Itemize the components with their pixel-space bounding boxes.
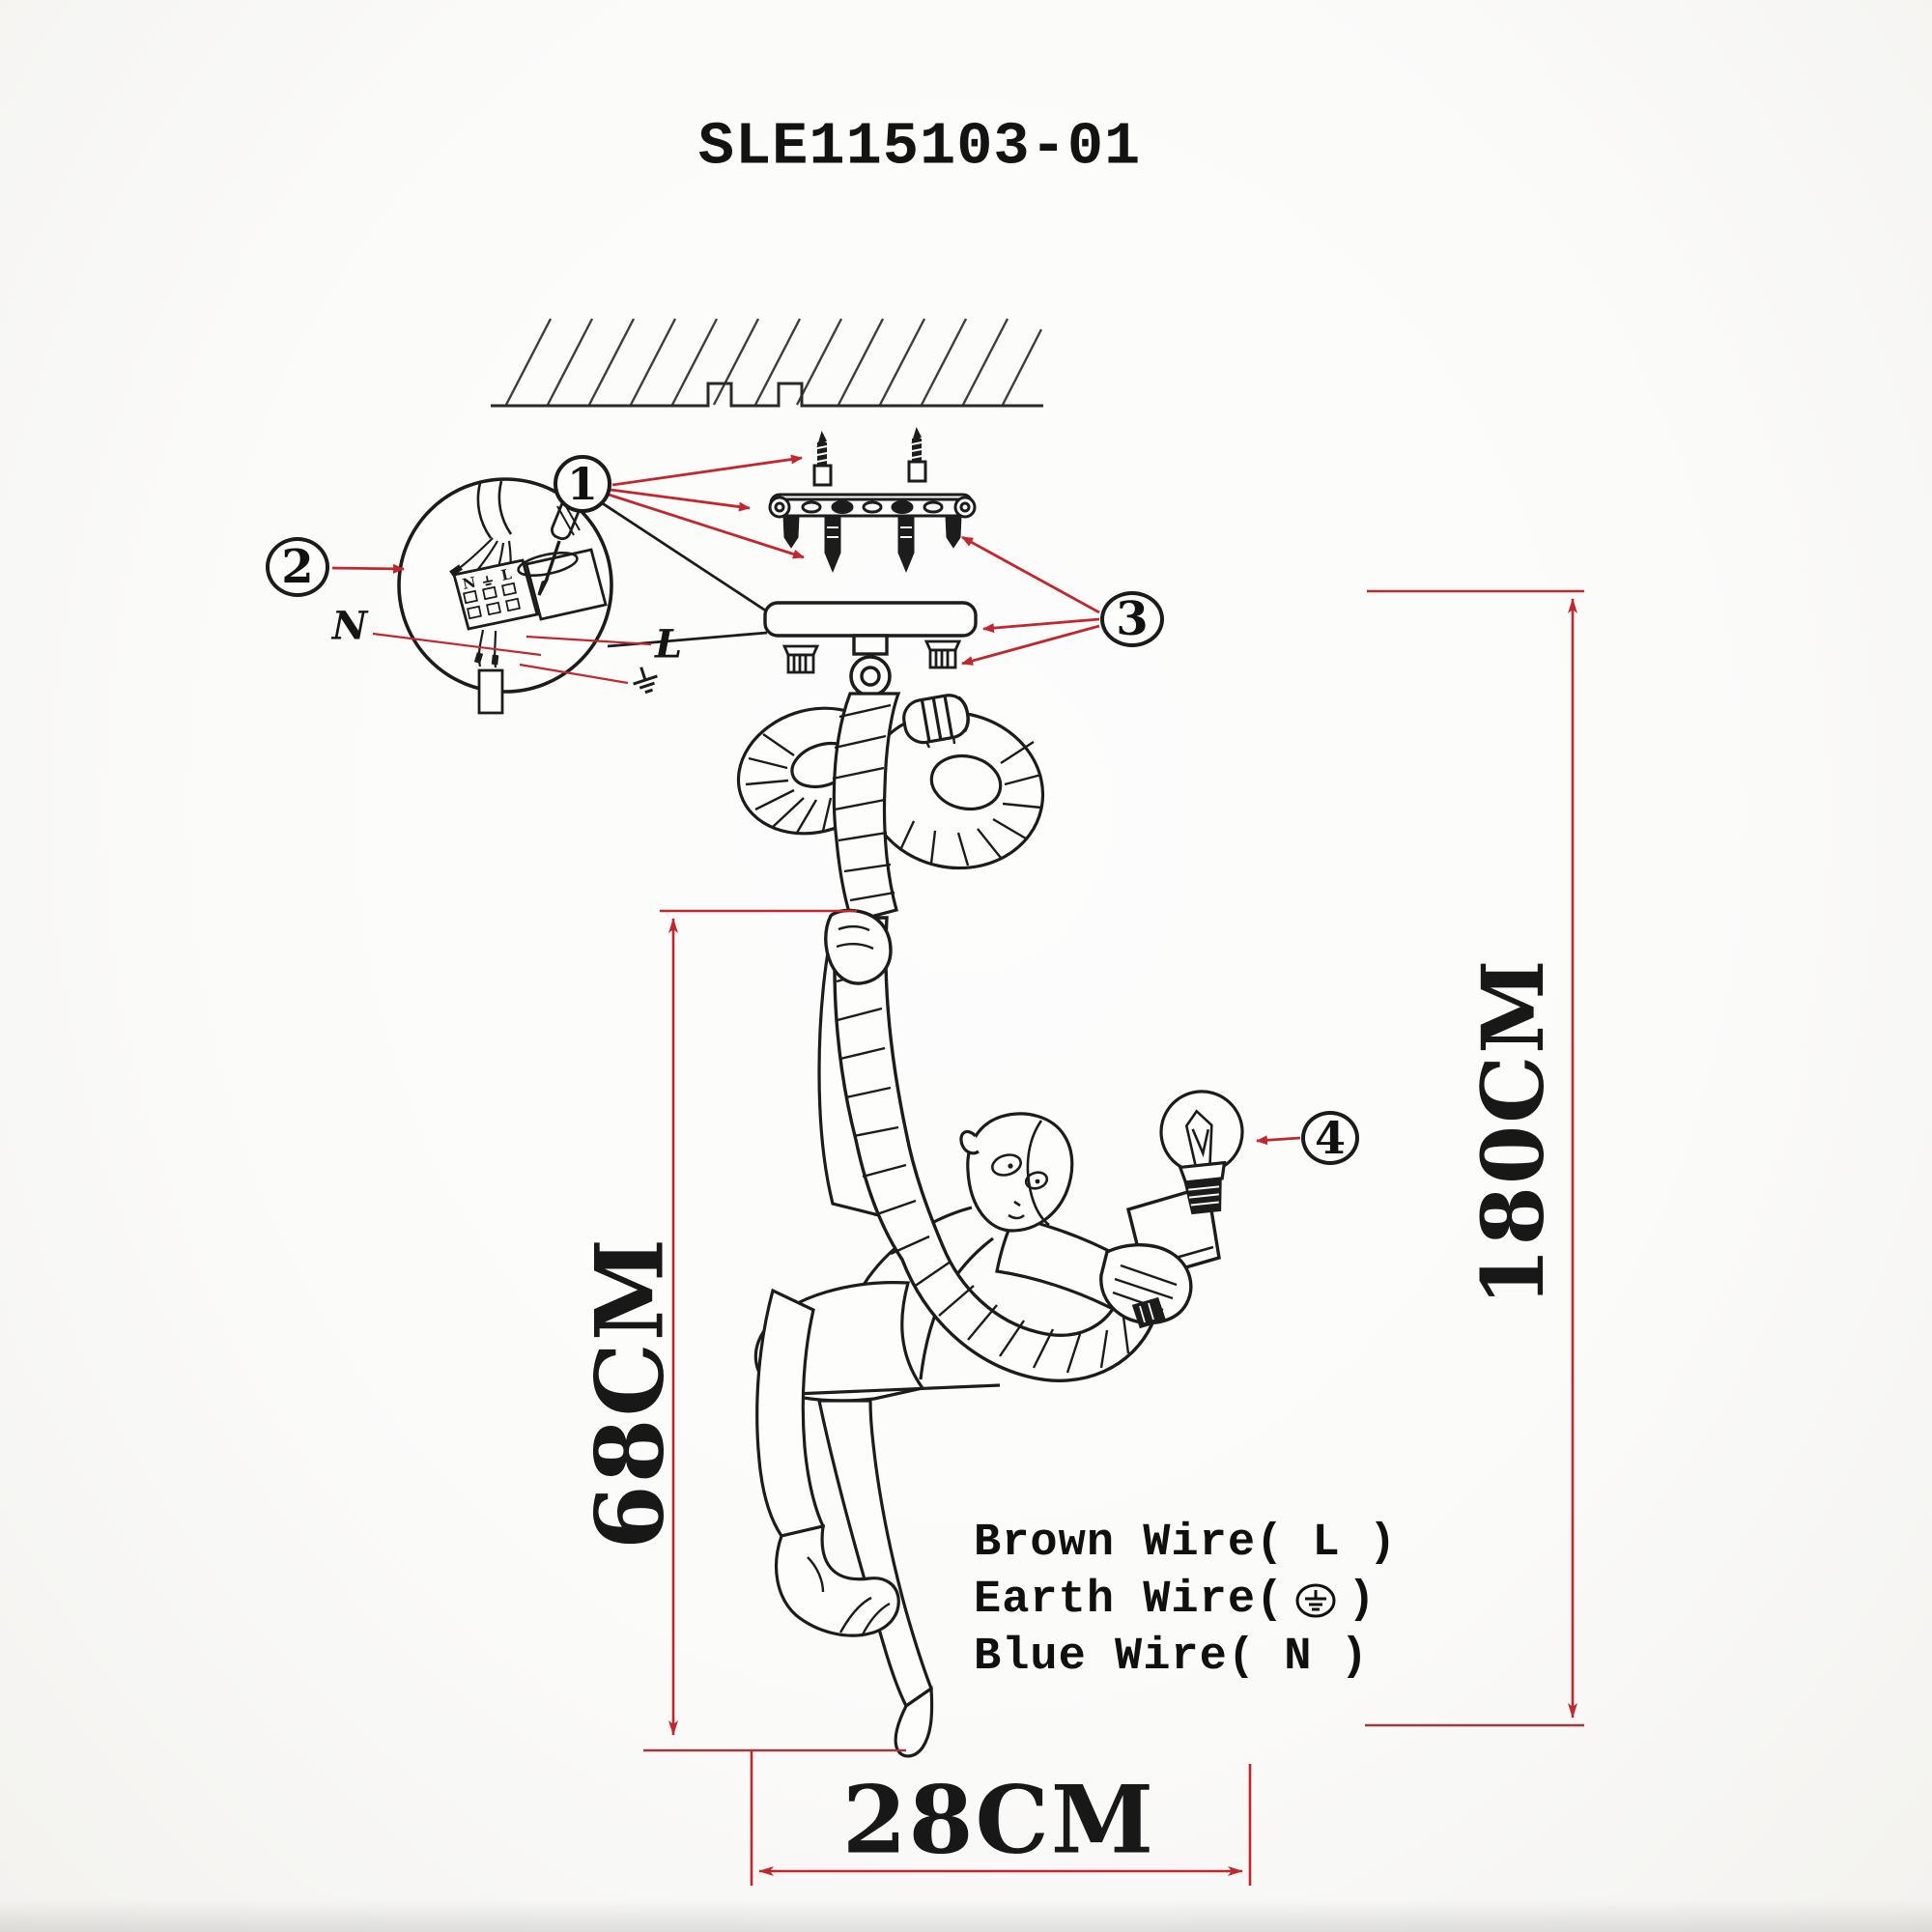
rope-end xyxy=(902,694,970,745)
screw-icon xyxy=(945,514,962,549)
monkey-head xyxy=(959,1112,1074,1233)
canopy-assembly xyxy=(763,601,978,697)
monkey-grip-hand xyxy=(824,908,893,985)
live-leader xyxy=(526,635,652,646)
callout3-arrow xyxy=(961,624,1100,666)
wall-anchor-icon xyxy=(812,430,833,487)
monkey-leg xyxy=(817,1399,933,1709)
callout-4: 4 xyxy=(1301,1111,1359,1165)
dimension-lines xyxy=(643,589,1584,1886)
live-wire-label: L xyxy=(654,621,683,668)
dimension-label-28cm: 28CM xyxy=(841,1765,1156,1875)
callout-1: 1 xyxy=(554,455,611,513)
rope xyxy=(824,908,1154,1382)
earth-symbol-icon xyxy=(1295,1583,1336,1617)
detail-bubble: N L xyxy=(397,477,768,715)
socket-connector xyxy=(1131,1296,1167,1329)
earth-leader xyxy=(519,663,629,685)
callout1-arrow xyxy=(611,454,803,487)
ceiling-canopy xyxy=(763,601,978,638)
screw-icon xyxy=(923,639,962,669)
red-annotations xyxy=(331,454,1301,1146)
terminal-block: N L xyxy=(452,558,539,631)
ceiling-hatch xyxy=(491,318,1043,408)
dimension-28cm xyxy=(750,1750,1252,1886)
legend-blue-wire: Blue Wire( N ) xyxy=(974,1632,1369,1683)
monkey-foot xyxy=(894,1686,934,1758)
callout1-arrow xyxy=(610,488,751,512)
canopy-stem xyxy=(852,634,889,656)
dimension-180cm xyxy=(1365,589,1584,1727)
mounting-hardware xyxy=(768,426,977,573)
monkey-hand xyxy=(775,1523,900,1637)
wall-anchor-icon xyxy=(907,426,927,483)
light-bulb-icon xyxy=(1159,1090,1244,1215)
earth-symbol-icon xyxy=(482,575,494,586)
callout2-arrow xyxy=(331,563,405,574)
page-title: SLE115103-01 xyxy=(697,112,1142,182)
callout-2: 2 xyxy=(266,537,329,597)
neutral-leader xyxy=(372,632,542,657)
callout1-arrow xyxy=(608,493,805,559)
dimension-68cm xyxy=(643,909,906,1752)
wire-color-legend: Brown Wire( L ) Earth Wire( ) Blue Wire(… xyxy=(974,1515,1397,1686)
rope-knot xyxy=(736,692,1045,923)
callout-3: 3 xyxy=(1100,591,1164,647)
monkey-socket-hand xyxy=(1099,1243,1193,1325)
legend-earth-wire: Earth Wire( ) xyxy=(974,1575,1377,1626)
callout3-arrow xyxy=(961,535,1100,614)
svg-text:N: N xyxy=(461,573,477,593)
callout4-arrow xyxy=(1256,1135,1301,1146)
legend-brown-wire: Brown Wire( L ) xyxy=(974,1518,1398,1569)
dimension-label-68cm: 68CM xyxy=(575,1236,685,1550)
screw-icon xyxy=(781,644,820,674)
expansion-plug-icon xyxy=(897,514,915,573)
earth-symbol-icon xyxy=(633,667,658,695)
screw-icon xyxy=(782,514,800,549)
callout3-arrow xyxy=(982,617,1100,634)
mounting-bracket xyxy=(768,493,977,519)
expansion-plug-icon xyxy=(824,514,841,573)
svg-text:L: L xyxy=(499,565,514,584)
neutral-wire-label: N xyxy=(331,603,368,649)
dimension-label-180cm: 180CM xyxy=(1463,957,1563,1307)
